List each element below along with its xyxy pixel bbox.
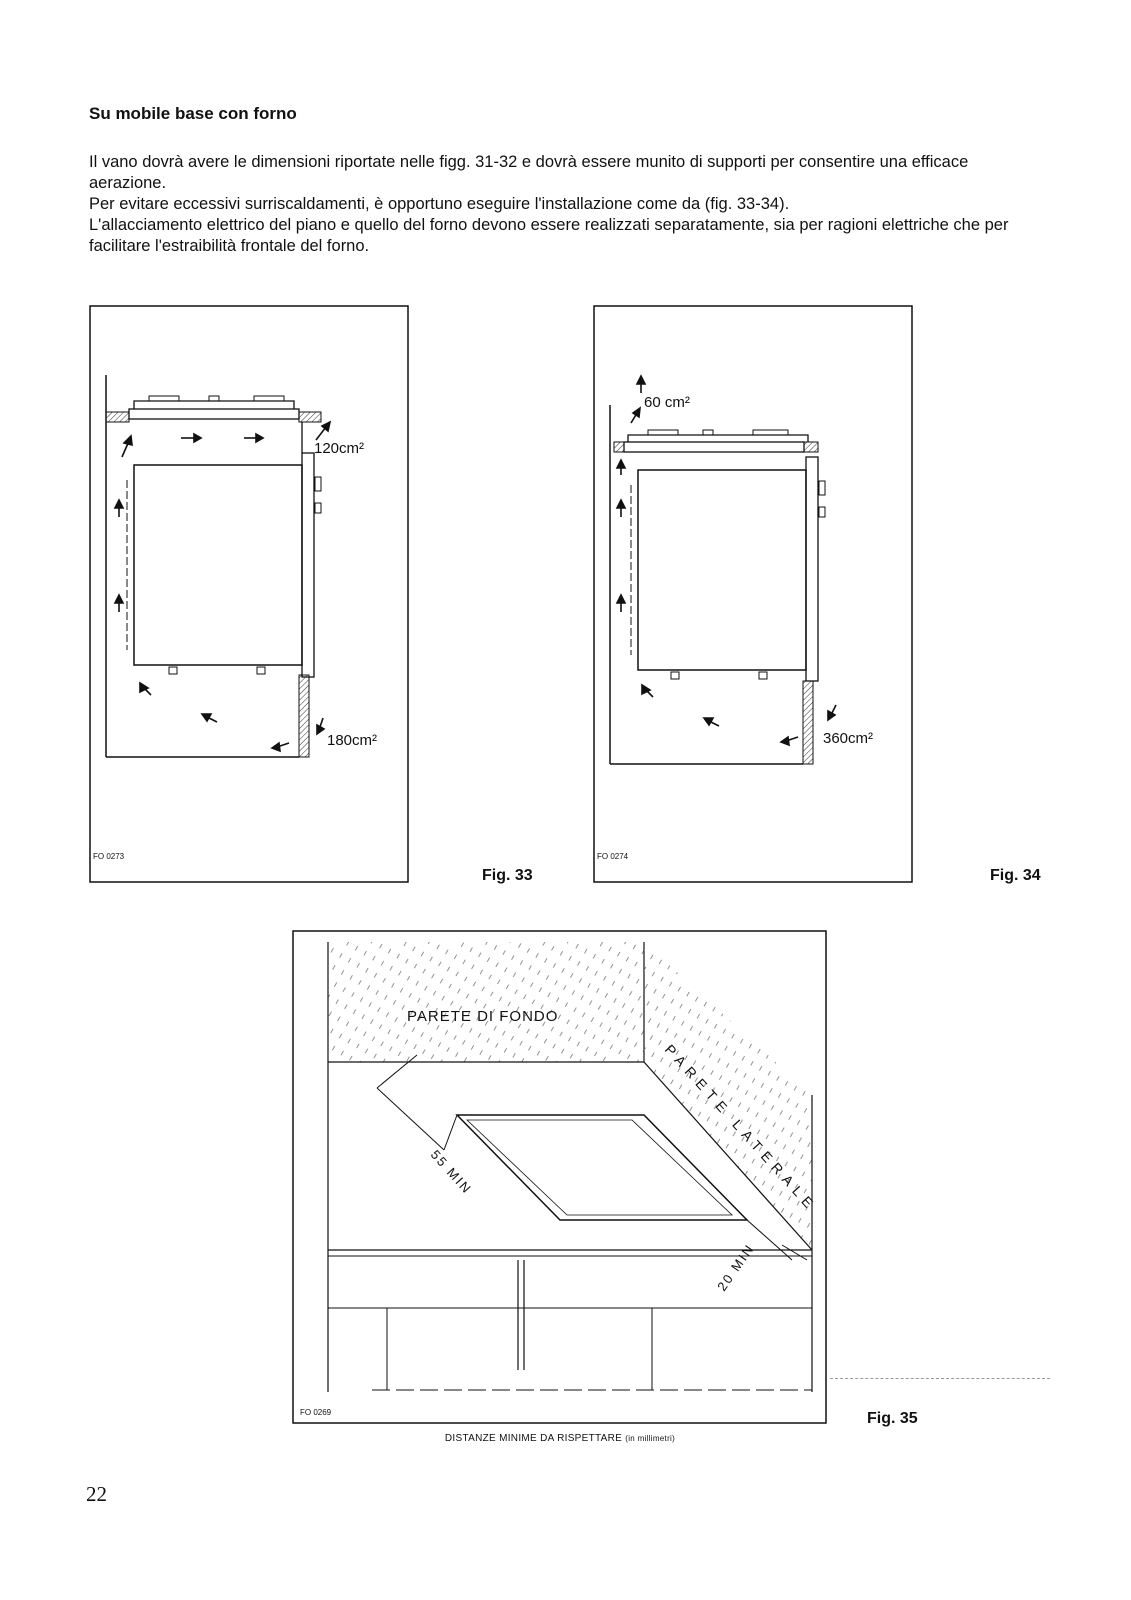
paragraph-2: Per evitare eccessivi surriscaldamenti, … [89,195,790,213]
fig34-label: Fig. 34 [990,867,1041,884]
paragraph-1: Il vano dovrà avere le dimensioni riport… [89,153,969,192]
fig33-bottom-vent: 180cm² [327,732,377,749]
fig33-top-vent: 120cm² [314,440,364,457]
caption-note: (in millimetri) [625,1434,676,1443]
divider [830,1378,1050,1379]
section-body: Il vano dovrà avere le dimensioni riport… [89,152,1049,257]
fig35-back-wall: PARETE DI FONDO [407,1008,558,1025]
paragraph-3: L'allacciamento elettrico del piano e qu… [89,216,1009,255]
fig33-code: FO 0273 [93,852,125,861]
fig34-top-vent: 60 cm² [644,394,690,411]
section-title: Su mobile base con forno [89,104,297,123]
figure-33-drawing: 120cm² 180cm² FO 0273 [89,305,409,883]
fig35-dim-back: 55 MIN [428,1147,475,1197]
figure-33: 120cm² 180cm² FO 0273 [89,305,409,885]
fig33-label: Fig. 33 [482,867,533,884]
fig35-code: FO 0269 [300,1408,332,1417]
fig35-label: Fig. 35 [867,1410,918,1427]
caption-text: DISTANZE MINIME DA RISPETTARE [444,1433,623,1444]
airflow-arrows [113,420,332,753]
fig35-caption: DISTANZE MINIME DA RISPETTARE (in millim… [290,1433,830,1444]
fig34-code: FO 0274 [597,852,629,861]
figure-35: PARETE DI FONDO PARETE LATERALE 55 MIN 2… [292,930,832,1430]
fig35-dim-side: 20 MIN [714,1241,757,1294]
figure-34: 60 cm² 360cm² FO 0274 [593,305,913,885]
figure-35-drawing: PARETE DI FONDO PARETE LATERALE 55 MIN 2… [292,930,827,1424]
fig34-bottom-vent: 360cm² [823,730,873,747]
page-number: 22 [86,1482,107,1506]
airflow-arrows [615,374,837,747]
figure-34-drawing: 60 cm² 360cm² FO 0274 [593,305,913,883]
